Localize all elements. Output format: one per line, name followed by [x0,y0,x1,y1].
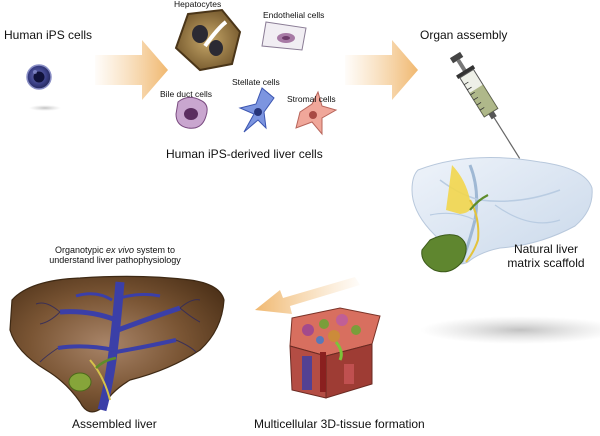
organotypic-post: system to [134,245,176,255]
syringe-icon [449,51,521,159]
arrow-to-cells [95,40,168,100]
stellate-cells-label: Stellate cells [232,77,280,87]
hepatocytes-label: Hepatocytes [174,0,222,9]
ips-cells-label: Human iPS cells [4,28,93,42]
scaffold-label-line1: Natural liver [513,242,579,256]
bile-duct-cell-icon [175,96,208,129]
endothelial-cell-icon [261,21,307,51]
stromal-cell-icon [295,90,338,136]
organotypic-label-line1: Organotypic ex vivo system to [20,245,210,255]
scaffold-label-line2: matrix scaffold [507,255,585,270]
organotypic-ex-vivo: ex vivo [106,245,135,255]
bile-duct-cells-label: Bile duct cells [160,89,212,99]
derived-cells-caption: Human iPS-derived liver cells [166,147,323,161]
assembled-liver-label: Assembled liver [72,417,157,431]
stellate-cell-icon [238,87,275,133]
tissue-formation-label: Multicellular 3D-tissue formation [254,417,425,431]
scaffold-liver-icon [411,157,600,344]
tissue-block-icon [289,307,381,399]
arrow-to-assembly [345,40,418,100]
ips-cell-icon [26,64,61,111]
organ-assembly-label: Organ assembly [420,28,508,42]
organotypic-label-line2: understand liver pathophysiology [49,255,181,266]
organotypic-label: Organotypic ex vivo system to understand… [20,245,210,266]
organotypic-pre: Organotypic [54,245,106,255]
hepatocyte-icon [174,8,242,72]
scaffold-label: Natural liver matrix scaffold [498,242,594,271]
assembled-liver-icon [9,275,225,413]
arrow-to-tissue [255,277,360,314]
endothelial-cells-label: Endothelial cells [263,10,325,20]
stromal-cells-label: Stromal cells [287,94,336,104]
